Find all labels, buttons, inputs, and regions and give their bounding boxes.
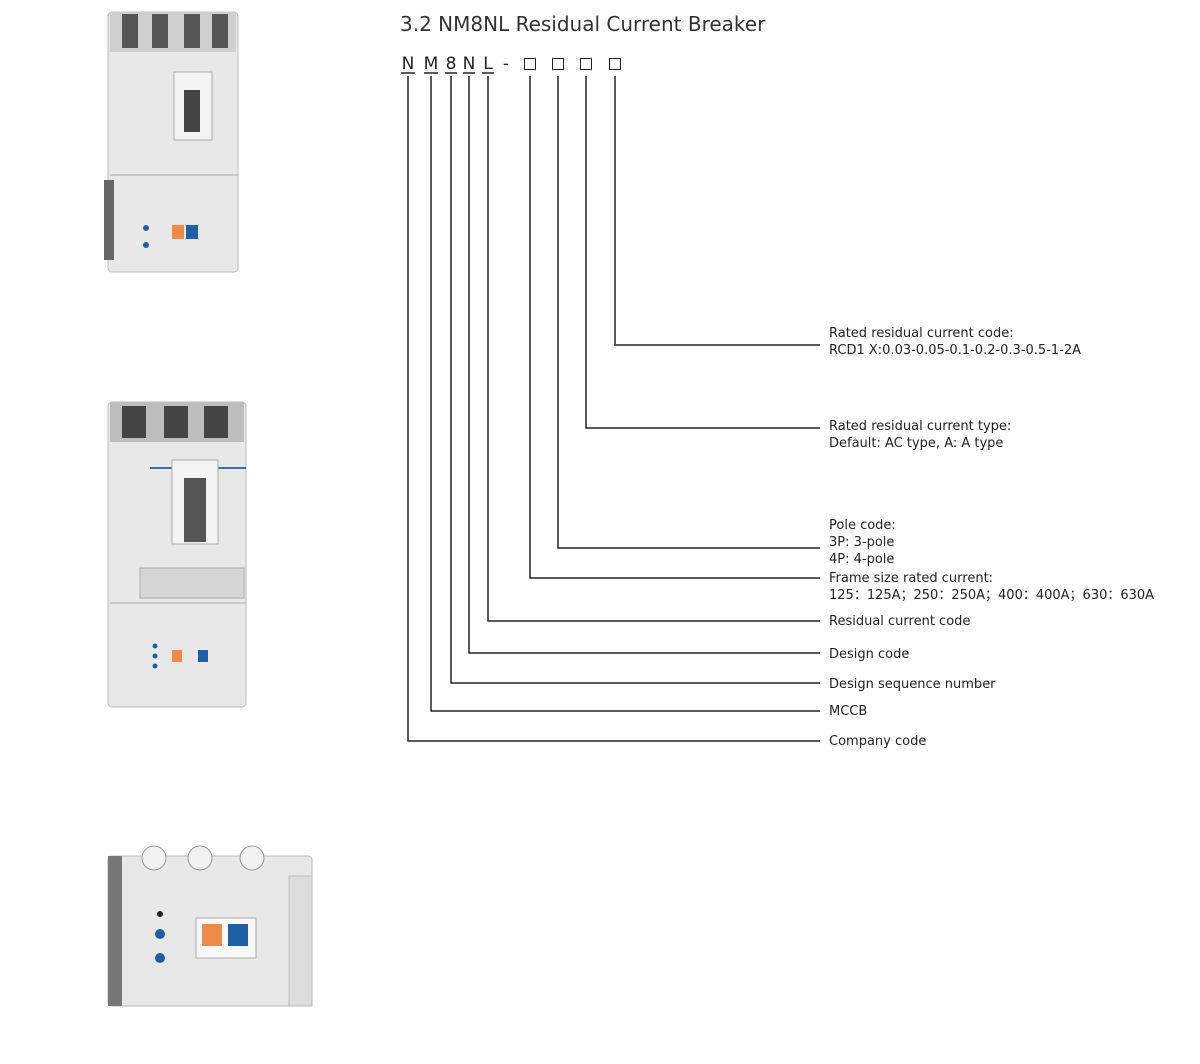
label-design-sequence-number: Design sequence number bbox=[829, 677, 996, 692]
code-box-1 bbox=[524, 58, 536, 70]
label-line: Rated residual current code: bbox=[829, 326, 1014, 341]
label-line: 4P: 4-pole bbox=[829, 552, 895, 567]
label-rated-residual-current-type: Rated residual current type: Default: AC… bbox=[829, 418, 1011, 452]
breaker-image-1 bbox=[104, 11, 239, 273]
code-box-3 bbox=[580, 58, 592, 70]
label-company-code: Company code bbox=[829, 734, 927, 749]
label-line: RCD1 X:0.03-0.05-0.1-0.2-0.3-0.5-1-2A bbox=[829, 343, 1082, 358]
label-residual-current-code: Residual current code bbox=[829, 614, 971, 629]
label-line: Pole code: bbox=[829, 518, 896, 533]
label-line: 3P: 3-pole bbox=[829, 535, 895, 550]
label-line: Rated residual current type: bbox=[829, 419, 1012, 434]
code-letter-l: L bbox=[483, 54, 493, 74]
code-letter-n2: N bbox=[462, 54, 476, 74]
code-letter-8: 8 bbox=[445, 54, 457, 74]
breaker-image-3 bbox=[107, 845, 313, 1007]
label-pole-code: Pole code: 3P: 3-pole 4P: 4-pole bbox=[829, 517, 896, 568]
breaker-image-2 bbox=[107, 401, 247, 708]
code-letter-m: M bbox=[423, 54, 439, 74]
label-design-code: Design code bbox=[829, 647, 910, 662]
code-box-2 bbox=[552, 58, 564, 70]
label-frame-size: Frame size rated current: 125：125A；250：2… bbox=[829, 570, 1154, 604]
code-box-4 bbox=[609, 58, 621, 70]
code-letter-n: N bbox=[401, 54, 415, 74]
page-title: 3.2 NM8NL Residual Current Breaker bbox=[400, 12, 766, 36]
label-line: Frame size rated current: bbox=[829, 571, 994, 586]
label-line: Default: AC type, A: A type bbox=[829, 436, 1004, 451]
code-dash: - bbox=[502, 54, 510, 74]
label-rated-residual-current-code: Rated residual current code: RCD1 X:0.03… bbox=[829, 325, 1081, 359]
label-mccb: MCCB bbox=[829, 704, 868, 719]
label-line: 125：125A；250：250A；400：400A；630：630A bbox=[829, 588, 1155, 603]
